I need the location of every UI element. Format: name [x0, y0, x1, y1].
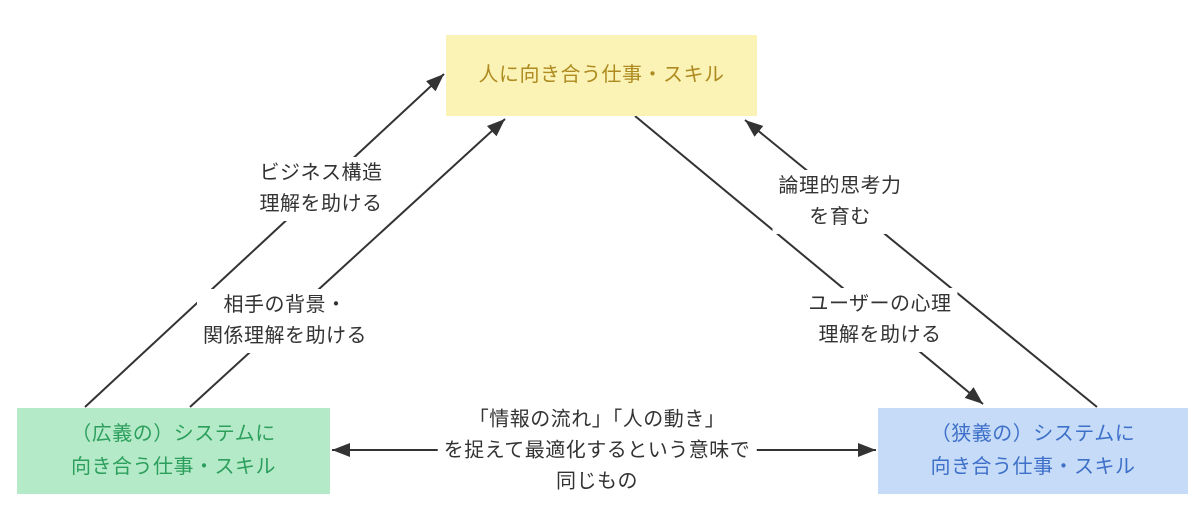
edge-label-background-relationship: 相手の背景・ 関係理解を助ける — [197, 289, 373, 353]
edge-label-line: 同じもの — [556, 470, 638, 493]
edge-label-line: 関係理解を助ける — [203, 325, 367, 347]
node-system-narrow-label: 向き合う仕事・スキル — [930, 456, 1136, 478]
edge-label-business-structure: ビジネス構造 理解を助ける — [253, 157, 389, 221]
edge-broad-to-people-inner — [189, 118, 506, 408]
edge-label-line: ビジネス構造 — [259, 162, 383, 184]
edge-label-logical-thinking: 論理的思考力 を育む — [772, 170, 908, 234]
edge-broad-to-people-outer — [84, 73, 445, 408]
edge-label-line: 理解を助ける — [818, 324, 942, 346]
edge-narrow-to-people — [744, 119, 1098, 408]
edge-label-line: を捉えて最適化するという意味で — [443, 439, 751, 462]
edge-people-to-narrow — [634, 115, 984, 405]
edge-label-line: ユーザーの心理 — [808, 293, 952, 315]
node-system-broad-label: 向き合う仕事・スキル — [71, 456, 276, 478]
edge-label-same-meaning: 「情報の流れ」「人の動き」 を捉えて最適化するという意味で 同じもの — [437, 403, 757, 499]
edge-label-line: 「情報の流れ」「人の動き」 — [468, 408, 726, 431]
node-people-label: 人に向き合う仕事・スキル — [478, 64, 725, 86]
edge-label-line: 理解を助ける — [259, 193, 383, 215]
edge-label-user-psychology: ユーザーの心理 理解を助ける — [802, 288, 958, 352]
edge-label-line: を育む — [809, 206, 871, 228]
node-system-broad-label: （広義の）システムに — [71, 423, 276, 445]
node-system-broad: （広義の）システムに 向き合う仕事・スキル — [17, 408, 330, 494]
edge-label-line: 相手の背景・ — [223, 294, 347, 316]
node-system-narrow: （狭義の）システムに 向き合う仕事・スキル — [878, 408, 1188, 494]
node-people: 人に向き合う仕事・スキル — [446, 35, 757, 116]
node-system-narrow-label: （狭義の）システムに — [930, 423, 1136, 445]
edge-label-line: 論理的思考力 — [778, 175, 902, 197]
